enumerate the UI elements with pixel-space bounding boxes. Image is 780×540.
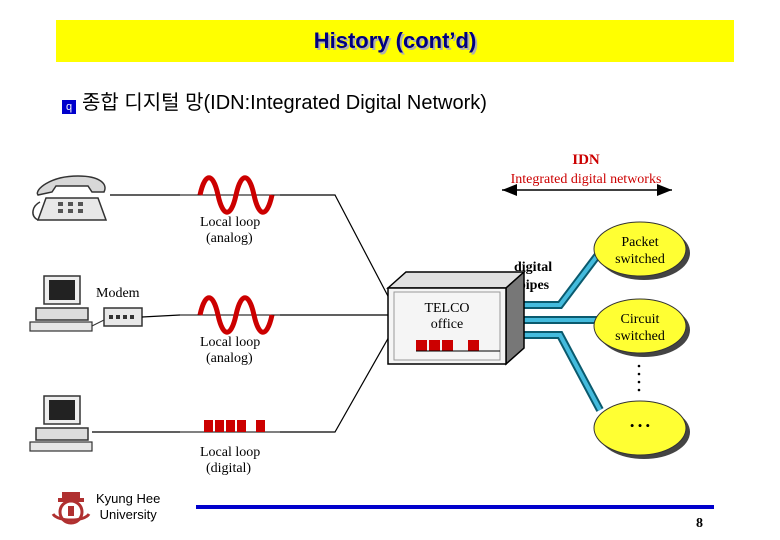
telco-line1: TELCO [424, 301, 469, 316]
modem-icon [103, 307, 143, 327]
circuit-line1: Circuit [621, 312, 660, 327]
packet-line1: Packet [621, 235, 658, 250]
packet-switched-node [593, 221, 690, 280]
footer-divider [196, 505, 714, 509]
bullet-text: 종합 디지털 망(IDN:Integrated Digital Network) [82, 92, 487, 114]
analog-signal-icon [180, 175, 280, 215]
digital-signal-icon [180, 420, 280, 433]
loop2-line1: Local loop [200, 335, 260, 350]
university-line1: Kyung Hee [96, 491, 161, 506]
idn-diagram: IDN Integrated digital networks Modem [29, 152, 690, 476]
telephone-icon [32, 175, 108, 221]
bullet-item: q 종합 디지털 망(IDN:Integrated Digital Network… [62, 86, 487, 115]
other-node-label: • • • [630, 418, 650, 433]
local-loop-lines [92, 194, 391, 433]
analog-signal-icon [180, 295, 280, 335]
modem-label: Modem [96, 286, 140, 301]
loop1-line2: (analog) [206, 231, 253, 246]
university-line2: University [99, 507, 157, 522]
university-logo-icon [51, 492, 91, 525]
university-name: Kyung Hee University [96, 491, 160, 523]
vertical-ellipsis [637, 364, 641, 392]
loop1-line1: Local loop [200, 215, 260, 230]
loop2-line2: (analog) [206, 351, 253, 366]
loop3-line1: Local loop [200, 445, 260, 460]
circuit-switched-node [593, 298, 690, 357]
computer-icon [29, 275, 93, 332]
slide-title: History (cont’d) [313, 28, 477, 53]
title-bar: History (cont’d) [56, 20, 734, 62]
idn-subtitle: Integrated digital networks [511, 172, 662, 187]
circuit-line2: switched [615, 329, 665, 344]
packet-line2: switched [615, 252, 665, 267]
idn-title: IDN [572, 152, 600, 168]
bullet-icon: q [62, 100, 76, 114]
other-network-node [593, 400, 690, 459]
telco-office-box [386, 270, 526, 366]
page-number: 8 [696, 516, 703, 531]
telco-line2: office [431, 317, 463, 332]
loop3-line2: (digital) [206, 461, 251, 476]
digital-pipes-line2: pipes [518, 278, 550, 293]
computer-icon [29, 395, 93, 452]
